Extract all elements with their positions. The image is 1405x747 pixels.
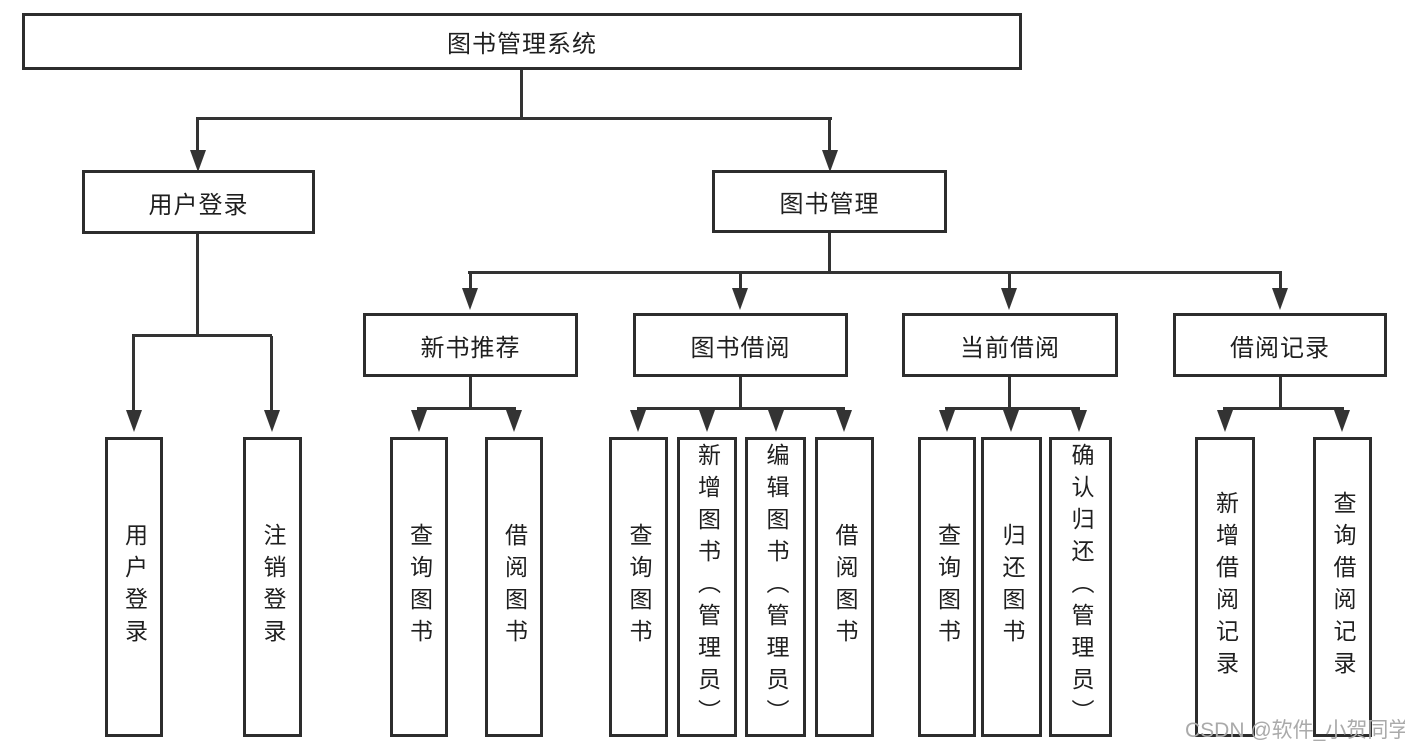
arrowhead-down-icon <box>1217 410 1233 432</box>
leaf-current-confirm-return-admin: 确认归还（管理员） <box>1049 437 1112 737</box>
connector-new-rec-drop <box>469 273 472 290</box>
connector-new-rec-rail <box>417 407 516 410</box>
arrowhead-down-icon <box>411 410 427 432</box>
node-label: 借阅记录 <box>1230 334 1330 362</box>
arrowhead-down-icon <box>1334 410 1350 432</box>
connector-record-rail <box>1223 407 1344 410</box>
leaf-logout: 注销登录 <box>243 437 302 737</box>
csdn-watermark: CSDN @软件_小贺同学 <box>1185 719 1405 742</box>
arrowhead-down-icon <box>1003 410 1019 432</box>
connector-current-rail <box>945 407 1080 410</box>
leaf-borrow-add-books-admin: 新增图书（管理员） <box>677 437 737 737</box>
connector-current-drop <box>1008 273 1011 290</box>
connector-login-drop <box>132 336 135 410</box>
arrowhead-down-icon <box>768 410 784 432</box>
leaf-label: 查询图书 <box>626 523 652 651</box>
arrowhead-down-icon <box>506 410 522 432</box>
arrowhead-down-icon <box>1001 288 1017 310</box>
arrowhead-down-icon <box>939 410 955 432</box>
connector-borrow-rail <box>637 407 845 410</box>
leaf-user-login: 用户登录 <box>105 437 163 737</box>
arrowhead-down-icon <box>822 150 838 172</box>
leaf-label: 借阅图书 <box>832 523 858 651</box>
leaf-borrow-borrow-books: 借阅图书 <box>815 437 874 737</box>
connector-user-login-rail <box>132 334 272 337</box>
node-label: 当前借阅 <box>960 334 1060 362</box>
arrowhead-down-icon <box>836 410 852 432</box>
node-label: 新书推荐 <box>420 334 521 362</box>
leaf-label: 新增图书（管理员） <box>694 443 721 731</box>
leaf-record-add-record: 新增借阅记录 <box>1195 437 1255 737</box>
connector-new-rec-stem <box>469 377 472 410</box>
node-label: 用户登录 <box>148 191 249 219</box>
arrowhead-down-icon <box>190 150 206 172</box>
leaf-label: 编辑图书（管理员） <box>763 443 789 731</box>
node-borrow-record: 借阅记录 <box>1173 313 1387 377</box>
arrowhead-down-icon <box>462 288 478 310</box>
arrowhead-down-icon <box>264 410 280 432</box>
node-label: 图书借阅 <box>690 334 791 362</box>
leaf-label: 查询图书 <box>406 523 433 651</box>
arrowhead-down-icon <box>699 410 715 432</box>
leaf-label: 注销登录 <box>260 523 286 651</box>
leaf-current-query-books: 查询图书 <box>918 437 976 737</box>
connector-user-login-stem <box>196 234 199 337</box>
connector-book-mgmt-drop <box>828 118 831 154</box>
node-book-mgmt: 图书管理 <box>712 170 947 233</box>
leaf-borrow-edit-books-admin: 编辑图书（管理员） <box>745 437 806 737</box>
connector-user-login-drop <box>196 118 199 154</box>
leaf-label: 查询图书 <box>934 523 961 651</box>
arrowhead-down-icon <box>1272 288 1288 310</box>
node-new-book-rec: 新书推荐 <box>363 313 578 377</box>
connector-book-mgmt-stem <box>828 233 831 274</box>
node-root-system: 图书管理系统 <box>22 13 1022 70</box>
node-book-borrow: 图书借阅 <box>633 313 848 377</box>
leaf-label: 新增借阅记录 <box>1212 491 1239 683</box>
arrowhead-down-icon <box>1071 410 1087 432</box>
node-label: 图书管理 <box>779 191 880 218</box>
connector-book-mgmt-rail <box>468 271 1282 274</box>
connector-root-rail <box>196 117 832 120</box>
leaf-record-query-record: 查询借阅记录 <box>1313 437 1372 737</box>
leaf-newrec-query-books: 查询图书 <box>390 437 448 737</box>
node-label: 图书管理系统 <box>447 31 597 58</box>
leaf-borrow-query-books: 查询图书 <box>609 437 668 737</box>
connector-borrow-drop <box>739 273 742 290</box>
connector-borrow-stem <box>739 377 742 410</box>
arrowhead-down-icon <box>126 410 142 432</box>
leaf-current-return-books: 归还图书 <box>981 437 1042 737</box>
leaf-label: 借阅图书 <box>501 523 528 651</box>
arrowhead-down-icon <box>630 410 646 432</box>
leaf-label: 确认归还（管理员） <box>1068 443 1094 731</box>
leaf-newrec-borrow-books: 借阅图书 <box>485 437 543 737</box>
leaf-label: 归还图书 <box>999 523 1025 651</box>
connector-logout-drop <box>270 336 273 410</box>
node-user-login: 用户登录 <box>82 170 315 234</box>
connector-root-stem <box>520 70 523 118</box>
leaf-label: 查询借阅记录 <box>1330 491 1356 683</box>
node-current-borrow: 当前借阅 <box>902 313 1118 377</box>
leaf-label: 用户登录 <box>121 523 148 651</box>
connector-record-drop <box>1279 273 1282 290</box>
connector-current-stem <box>1008 377 1011 410</box>
connector-record-stem <box>1279 377 1282 410</box>
arrowhead-down-icon <box>732 288 748 310</box>
